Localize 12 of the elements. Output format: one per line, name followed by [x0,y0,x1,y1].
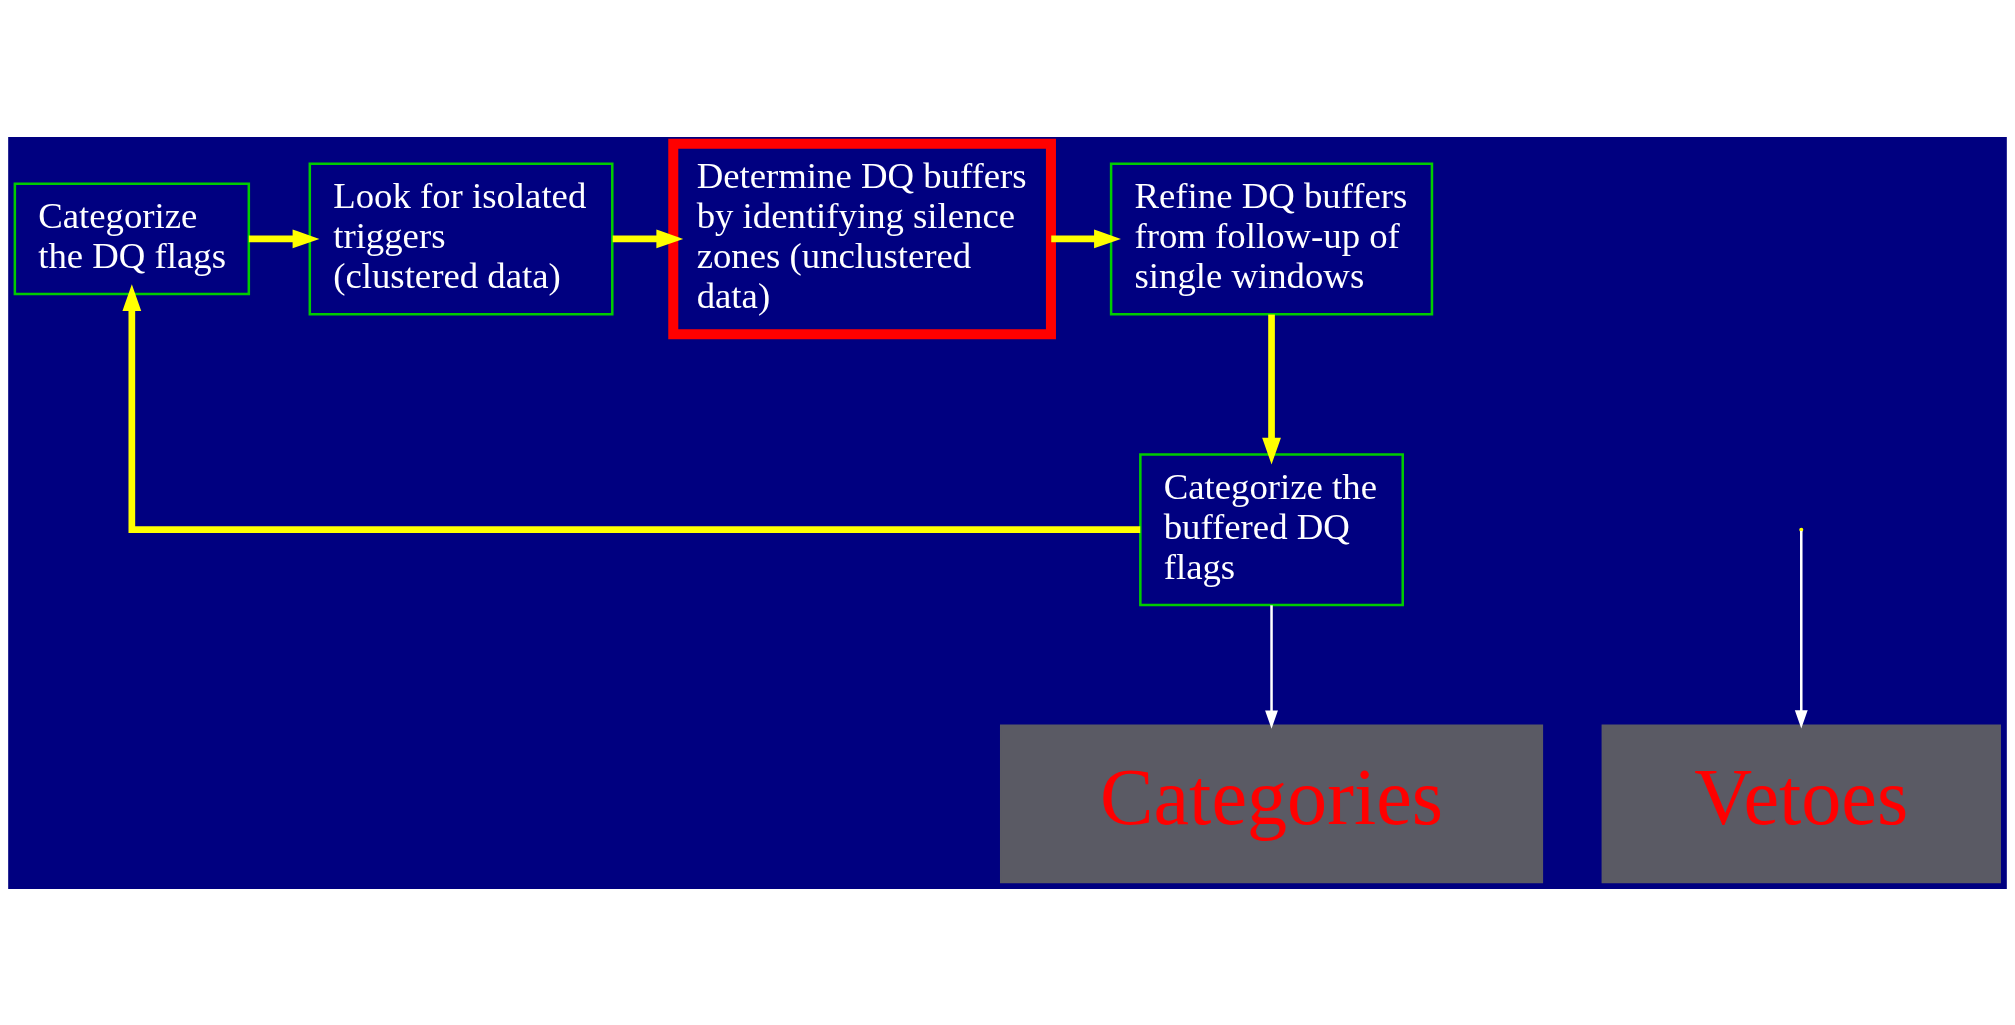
node-box: Categories [1000,723,1544,883]
arrow [612,229,684,248]
arrow [248,229,320,248]
node-box: Categorize the buffered DQ flags [1139,452,1404,606]
node-box: Vetoes [1601,723,2001,883]
arrow [1265,604,1278,729]
node-box: Look for isolated triggers (clustered data) [308,162,614,315]
node-box: Categorize the DQ flags [13,182,251,295]
node-box: Refine DQ buffers from follow-up of single windows [1109,162,1434,315]
arrow [1794,530,1808,729]
arrow [122,283,1141,533]
node-box: Determine DQ buffers by identifying silence zones (unclustered data) [668,138,1056,339]
